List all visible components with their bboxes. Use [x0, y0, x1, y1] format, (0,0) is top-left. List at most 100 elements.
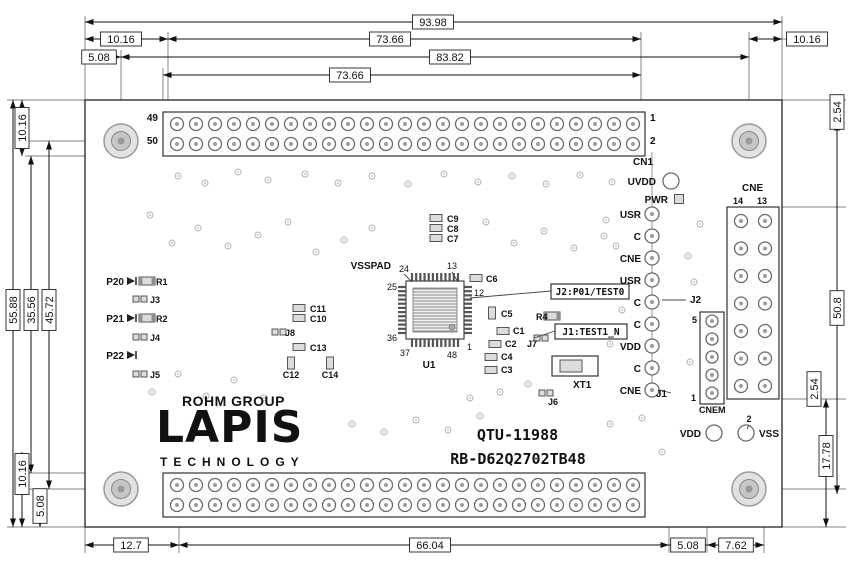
pin-dot	[498, 503, 502, 507]
boxed-label-text: J2:P01/TEST0	[556, 287, 625, 298]
component-res	[138, 313, 156, 323]
pin-dot	[213, 122, 217, 126]
pin-dot	[422, 142, 426, 146]
leader-line	[746, 424, 750, 430]
board-label: R4	[536, 312, 548, 322]
pin-dot	[175, 122, 179, 126]
board-label: 12	[474, 288, 484, 298]
board-label: C	[634, 320, 641, 331]
pin-dot	[403, 503, 407, 507]
component-cap	[484, 366, 498, 374]
dimension-label: 10.16	[786, 31, 828, 47]
dimension-label: 35.56	[23, 289, 39, 331]
pin-dot	[270, 483, 274, 487]
component-capv	[488, 306, 496, 320]
svg-text:5.08: 5.08	[677, 540, 698, 552]
pin-dot	[763, 301, 767, 306]
pin-dot	[327, 142, 331, 146]
pin-dot	[517, 483, 521, 487]
board-label: CNEM	[699, 405, 726, 415]
pin-dot	[650, 278, 654, 282]
board-label: C10	[310, 314, 327, 324]
pin-dot	[479, 483, 483, 487]
pin-dot	[346, 483, 350, 487]
u1-pin1-dot	[448, 323, 456, 331]
pin-dot	[517, 142, 521, 146]
pin-dot	[327, 483, 331, 487]
board-label: C	[634, 298, 641, 309]
via-dot	[688, 360, 692, 364]
pin-dot	[289, 142, 293, 146]
pin-dot	[213, 483, 217, 487]
pin-dot	[346, 503, 350, 507]
board-label: 25	[387, 282, 397, 292]
pin-dot	[175, 503, 179, 507]
via-dot	[303, 172, 307, 176]
via-dot	[406, 182, 410, 186]
pin-dot	[194, 142, 198, 146]
board-label: 1	[467, 342, 472, 352]
via-dot	[512, 241, 516, 245]
pin-dot	[555, 503, 559, 507]
pin-dot	[384, 503, 388, 507]
pin-dot	[574, 483, 578, 487]
pin-dot	[213, 503, 217, 507]
dimension-label: 73.66	[369, 31, 411, 47]
component-capv	[326, 356, 334, 370]
component-cap	[429, 224, 443, 232]
component-pads2	[271, 328, 287, 336]
pin-dot	[308, 122, 312, 126]
board-label: 49	[147, 113, 159, 124]
via-dot	[608, 342, 612, 346]
component-cap	[488, 340, 502, 348]
board-label: VDD	[620, 342, 641, 353]
board-label: 24	[399, 264, 409, 274]
component-pads2	[132, 333, 148, 341]
board-label: P21	[106, 314, 124, 325]
pin-dot	[650, 212, 654, 216]
via-dot	[468, 396, 472, 400]
board-label: C7	[447, 234, 459, 244]
via-dot	[262, 396, 266, 400]
board-label: C8	[447, 224, 459, 234]
pin-dot	[498, 142, 502, 146]
svg-text:66.04: 66.04	[416, 540, 444, 552]
pin-dot	[593, 483, 597, 487]
board-label: P20	[106, 277, 124, 288]
svg-text:2.54: 2.54	[832, 101, 844, 122]
dimension-label: 10.16	[14, 453, 30, 495]
uvdd-pad	[662, 172, 680, 190]
via-dot	[203, 181, 207, 185]
pin-dot	[441, 503, 445, 507]
board-label: 13	[757, 196, 767, 206]
pin-dot	[346, 122, 350, 126]
pin-dot	[460, 142, 464, 146]
dimension-label: 2.54	[829, 94, 845, 130]
pin-dot	[739, 329, 743, 333]
board-label: 5	[692, 315, 697, 325]
via-dot	[176, 174, 180, 178]
pin-dot	[365, 503, 369, 507]
board-label: C11	[310, 304, 326, 314]
pin-dot	[631, 503, 635, 507]
svg-text:2.54: 2.54	[809, 378, 821, 399]
pin-dot	[479, 142, 483, 146]
dimension-label: 50.8	[829, 290, 845, 326]
svg-text:93.98: 93.98	[419, 17, 447, 29]
pin-dot	[739, 301, 743, 306]
pin-dot	[232, 483, 236, 487]
pin-dot	[612, 142, 616, 146]
leader-line	[533, 330, 556, 339]
pin-dot	[763, 219, 767, 223]
pin-dot	[593, 503, 597, 507]
component-diode	[127, 277, 137, 285]
pin-dot	[536, 503, 540, 507]
pin-dot	[403, 142, 407, 146]
pin-dot	[422, 122, 426, 126]
component-cap	[429, 214, 443, 222]
leader-line	[659, 389, 672, 394]
board-label: J3	[150, 295, 160, 305]
board-label: 2	[650, 136, 656, 147]
